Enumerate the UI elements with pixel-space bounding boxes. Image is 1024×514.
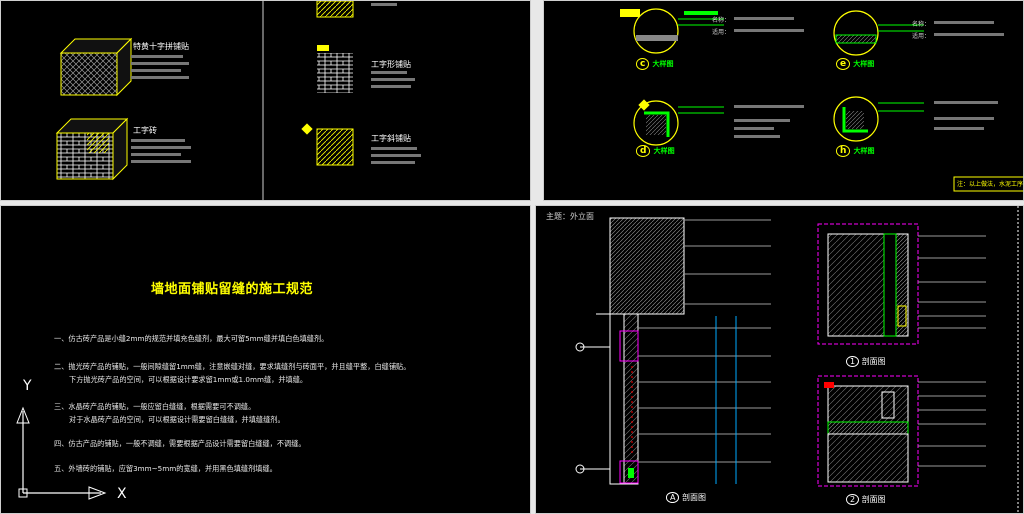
marker-d: d 大样图 — [636, 145, 675, 157]
note-label-e: 名称： — [912, 21, 931, 28]
axis-y-label: Y — [23, 378, 32, 394]
section-a-label: 剖面图 — [682, 493, 707, 502]
label-cross-tile: 特黄十字拼铺贴 — [133, 42, 189, 51]
tile-pattern-drawing — [55, 1, 421, 200]
spec-item-3: 三、水晶砖产品的铺贴，一般应留白缝缝，根据需要可不调缝。 — [54, 402, 256, 411]
spec-item-1: 一、仿古砖产品是小缝2mm的规范并填充色缝剂，最大可留5mm缝并填白色填缝剂。 — [54, 334, 329, 343]
marker-h: h 大样图 — [836, 145, 875, 157]
spec-title: 墙地面铺贴留缝的施工规范 — [151, 282, 314, 297]
label-brick-laying: 工字形铺贴 — [371, 60, 411, 69]
marker-e: e 大样图 — [836, 58, 875, 70]
facade-section-drawing — [575, 206, 1019, 513]
viewport-detail-circles[interactable]: c 大样图 e 大样图 d 大样图 h 大样图 名称： 适用： 名称： 适用： … — [543, 0, 1024, 201]
ucs-axis-icon — [16, 406, 107, 500]
note-label-c-2: 适用： — [712, 29, 731, 36]
spec-item-2: 二、抛光砖产品的铺贴，一般间隙缝留1mm缝，注意嵌缝对缝，要求填缝剂与砖面平，并… — [54, 362, 411, 371]
spec-item-2b: 下方抛光砖产品的空间，可以根据设计要求留1mm或1.0mm缝，并填缝。 — [69, 375, 308, 384]
section-2-label: 剖面图 — [861, 495, 886, 504]
marker-h-caption: 大样图 — [853, 147, 875, 155]
detail-circles-drawing — [620, 8, 1023, 192]
marker-c: c 大样图 — [636, 58, 674, 70]
footer-note: 注：以上做法，水泥工序 — [957, 181, 1024, 188]
section-1-marker: 1 剖面图 — [846, 356, 886, 367]
label-diagonal-laying: 工字斜铺贴 — [371, 134, 411, 143]
spec-item-3b: 对于水晶砖产品的空间，可以根据设计需要留白缝缝，并填缝缝剂。 — [69, 415, 285, 424]
axis-x-label: X — [117, 486, 127, 502]
marker-d-caption: 大样图 — [653, 147, 675, 155]
note-label-e-2: 适用： — [912, 33, 931, 40]
spec-item-4: 四、仿古产品的铺贴，一般不调缝，需要根据产品设计需要留白缝缝，不调缝。 — [54, 439, 306, 448]
section-1-label: 剖面图 — [861, 357, 886, 366]
label-brick-tile: 工字砖 — [133, 126, 157, 135]
section-a-marker: A 剖面图 — [666, 492, 706, 503]
marker-c-caption: 大样图 — [652, 60, 674, 68]
theme-label: 主题：外立面 — [546, 212, 594, 221]
marker-e-caption: 大样图 — [853, 60, 875, 68]
note-label-c: 名称： — [712, 17, 731, 24]
section-2-marker: 2 剖面图 — [846, 494, 886, 505]
spec-item-5: 五、外墙砖的铺贴，应留3mm~5mm的宽缝，并用黑色填缝剂填缝。 — [54, 464, 277, 473]
viewport-specification[interactable]: 墙地面铺贴留缝的施工规范 一、仿古砖产品是小缝2mm的规范并填充色缝剂，最大可留… — [0, 205, 531, 514]
viewport-facade-section[interactable]: 主题：外立面 — [535, 205, 1024, 514]
viewport-tile-patterns[interactable]: 特黄十字拼铺贴 工字砖 工字形铺贴 工字斜铺贴 — [0, 0, 531, 201]
